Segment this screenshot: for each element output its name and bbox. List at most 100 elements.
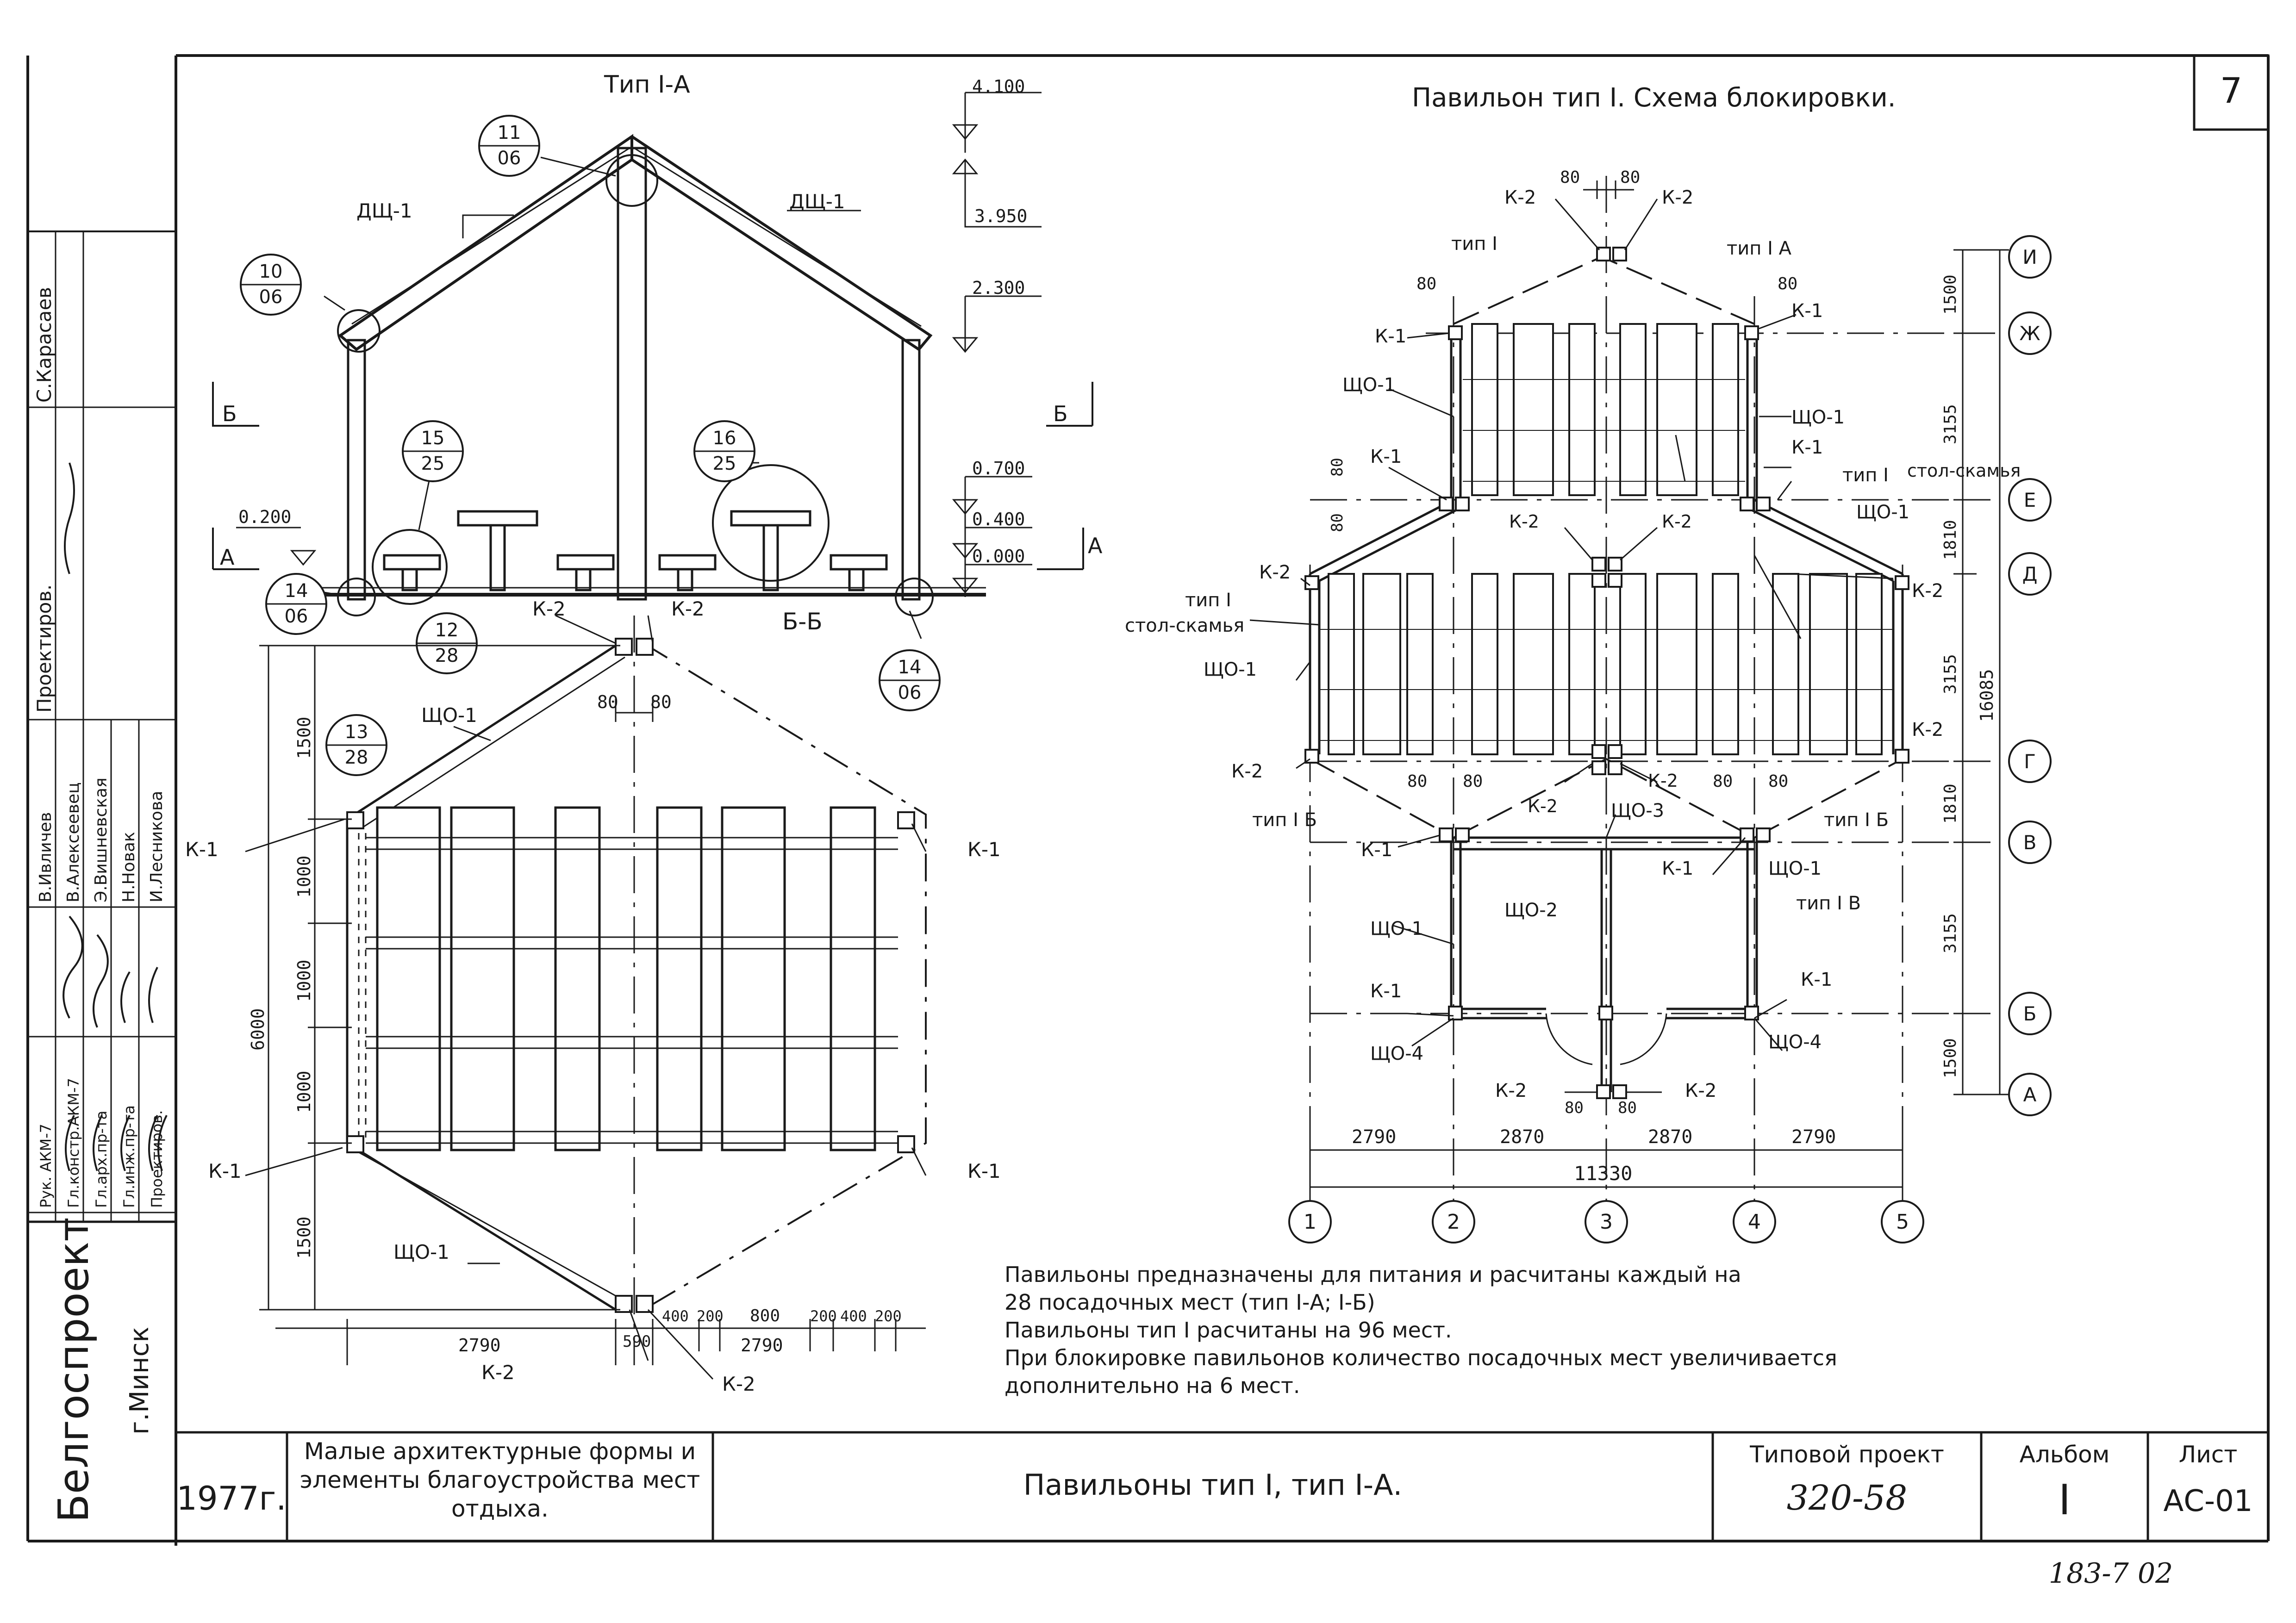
city-name: г.Минск (125, 1327, 155, 1435)
r-k2-e: К-2 (1912, 719, 1943, 740)
cut-mark-a-right: А (1088, 533, 1103, 558)
r-dim-v-1500-bottom: 1500 (1941, 1038, 1960, 1078)
r-dim-80-d: 80 (1463, 772, 1483, 791)
detail-circle-base-right (895, 578, 934, 616)
dim-b-400a: 400 (662, 1307, 689, 1325)
grid-row-zh: Ж (2019, 322, 2040, 345)
note-line-3: Павильоны тип I расчитаны на 96 мест. (1004, 1318, 1452, 1343)
dim-b-200c: 200 (875, 1307, 902, 1325)
year: 1977г. (176, 1480, 286, 1517)
grid-row-a: А (2023, 1083, 2037, 1106)
stamp-name-top: С.Карасаев (33, 287, 56, 403)
grid-bubbles-cols (1288, 1200, 1924, 1244)
dim-b-800: 800 (750, 1306, 780, 1325)
r-dim-v-1810-b: 1810 (1941, 784, 1960, 824)
plan-right: Павильон тип I. Схема блокировки. (1249, 83, 2052, 1244)
elevation-marks (236, 92, 1042, 597)
stamp-number: 183-7 02 (2049, 1557, 2173, 1590)
dim-b-590: 590 (623, 1332, 651, 1351)
label-k2-b: К-2 (671, 597, 705, 620)
svg-text:14: 14 (898, 657, 922, 678)
svg-text:06: 06 (898, 682, 922, 703)
stamp-role-1: Рук. АКМ-7 (37, 1124, 55, 1208)
r-sho1-f: ЩО-1 (1370, 918, 1423, 939)
label-k1-b: К-1 (967, 838, 1001, 861)
svg-text:14: 14 (285, 580, 308, 602)
stamp-name-4: Н.Новак (119, 832, 138, 902)
cut-mark-a-left: А (220, 545, 235, 570)
elev-0400: 0.400 (972, 509, 1025, 529)
project-label: Типовой проект (1749, 1441, 1944, 1468)
r-tip-1b-left: тип I Б (1252, 809, 1317, 831)
hexagon-solid (346, 644, 617, 1311)
dim-v-1500-top: 1500 (294, 716, 314, 759)
r-k2-d: К-2 (1912, 580, 1943, 602)
elev-0200: 0.200 (238, 507, 291, 527)
section-bb-text: 4.100 3.950 2.300 0.700 0.400 0.000 0.20… (220, 76, 1103, 635)
project-name: Малые архитектурные формы и элементы бла… (299, 1438, 700, 1522)
r-tip-1v: тип I В (1796, 893, 1861, 914)
r-dim-80-h: 80 (1618, 1099, 1637, 1117)
detail-circle-base-left (337, 578, 376, 616)
svg-text:25: 25 (421, 453, 445, 474)
tables-benches (383, 510, 888, 591)
r-dim-80-v-b: 80 (1328, 513, 1347, 532)
r-dim-80-b: 80 (1620, 168, 1640, 187)
elev-4100: 4.100 (972, 76, 1025, 97)
columns-plan-left (346, 638, 915, 1313)
dims-left (259, 645, 926, 1365)
grid-col-5: 5 (1896, 1210, 1909, 1234)
grid-row-e: Е (2024, 489, 2036, 511)
r-dim-80-g: 80 (1565, 1099, 1584, 1117)
stamp-name-5: И.Лесникова (147, 791, 166, 902)
r-dim-80-c: 80 (1407, 772, 1427, 791)
side-stamp-text: Проектиров. С.Карасаев Рук. АКМ-7 Гл.кон… (33, 287, 168, 1523)
r-k1-d: К-1 (1791, 437, 1823, 458)
dim-b-2790-left: 2790 (458, 1335, 501, 1356)
r-k2-bottom-a: К-2 (1495, 1080, 1527, 1101)
r-dim-80-v-a: 80 (1328, 458, 1347, 477)
grid-col-3: 3 (1600, 1210, 1613, 1234)
svg-text:12: 12 (435, 620, 459, 641)
sheet-title: Павильоны тип I, тип I-А. (1023, 1468, 1403, 1502)
r-dim-v-1810-a: 1810 (1941, 520, 1960, 560)
r-k2-c: К-2 (1259, 562, 1291, 583)
label-sho1-top: ЩО-1 (421, 704, 477, 727)
detail-circle-eave (337, 309, 381, 353)
cut-mark-b-left: Б (222, 401, 237, 426)
r-dim-v-16085: 16085 (1977, 669, 1997, 722)
grid-row-d: Д (2022, 563, 2038, 585)
svg-text:28: 28 (435, 645, 459, 666)
side-stamp (28, 231, 176, 1222)
r-k2-mid-b: К-2 (1662, 511, 1692, 532)
column-left (347, 339, 366, 601)
r-sho3: ЩО-3 (1611, 800, 1664, 821)
r-dim-b-2870-a: 2870 (1500, 1126, 1544, 1148)
r-stol-skamya-a: стол-скамья (1907, 460, 2021, 481)
stamp-role-top: Проектиров. (33, 585, 56, 713)
svg-text:13: 13 (345, 721, 368, 743)
hexagon-dashed (643, 642, 927, 1311)
r-sho1-c: ЩО-1 (1856, 502, 1909, 523)
r-k2-mid-c: К-2 (1648, 771, 1678, 791)
r-k1-g: К-1 (1370, 981, 1402, 1002)
stamp-name-2: В.Алексеевец (64, 782, 83, 902)
label-k1-d: К-1 (967, 1160, 1001, 1182)
r-k1-e: К-1 (1361, 839, 1392, 861)
r-tip-1d: тип I (1842, 465, 1889, 486)
sheet-number-box: 7 (2193, 54, 2270, 131)
r-dim-80-side-b: 80 (1778, 274, 1797, 293)
sheet-label: Лист (2179, 1441, 2238, 1468)
bench-slats-right-middle (1328, 573, 1883, 755)
org-name: Белгоспроект (50, 1217, 98, 1523)
r-dim-v-1500-top: 1500 (1941, 274, 1960, 315)
elev-3950: 3.950 (974, 206, 1027, 226)
r-sho1-a: ЩО-1 (1342, 374, 1396, 396)
svg-text:06: 06 (498, 148, 521, 169)
plan-left (245, 615, 927, 1380)
